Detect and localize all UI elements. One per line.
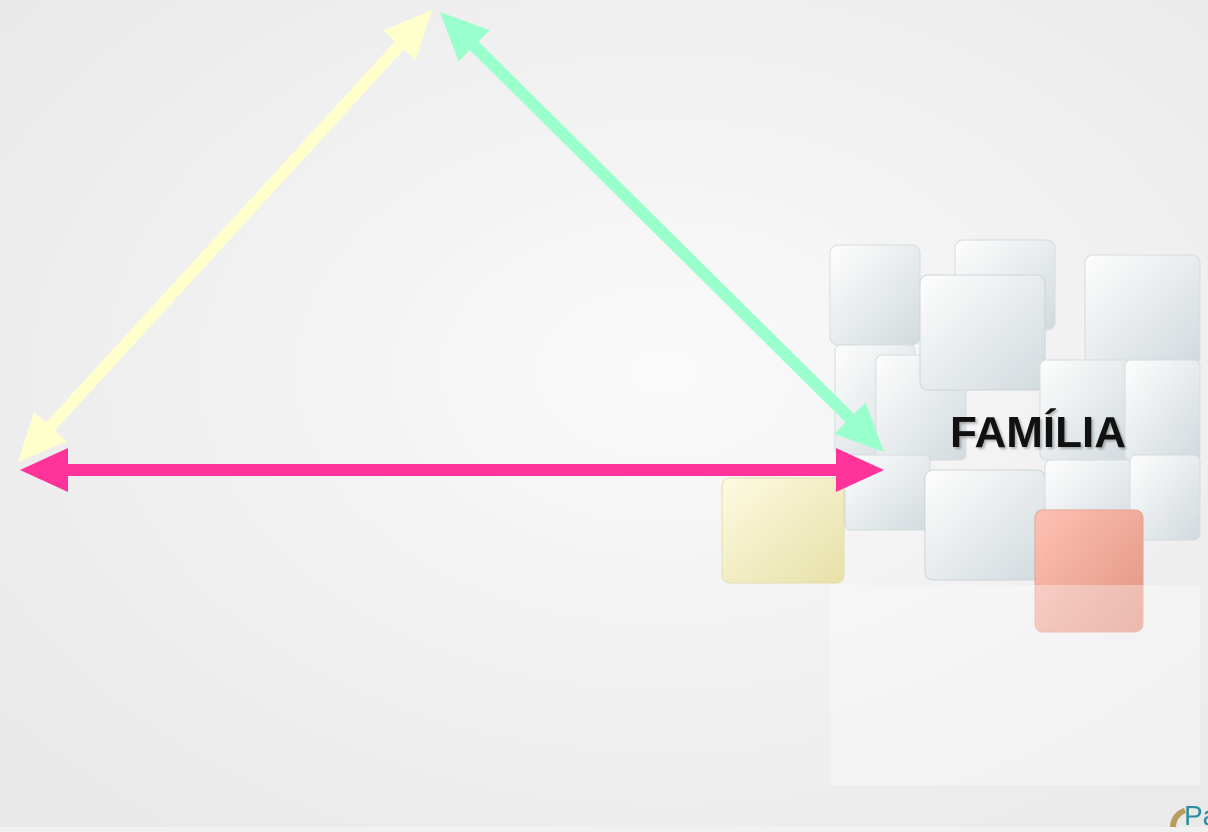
right-arrow-shaft (467, 38, 857, 426)
cube-back-3 (1084, 254, 1201, 366)
bottom-arrow-head-end (836, 448, 884, 492)
left-arrow-shaft (43, 38, 407, 434)
cube-top-front (919, 274, 1046, 391)
cube-low-4 (1129, 454, 1201, 541)
cube-mid-4 (1124, 359, 1201, 461)
familia-label: FAMÍLIA (950, 408, 1126, 457)
bottom-arrow-head-start (20, 448, 68, 492)
right-arrow-head-end (834, 402, 884, 452)
cube-red (1034, 509, 1144, 633)
logo-text: Pa (1184, 800, 1208, 831)
right-arrow-head-start (440, 12, 490, 62)
cube-yellow (721, 477, 845, 584)
logo-mark-icon (1170, 808, 1186, 827)
left-arrow-head-end (383, 10, 432, 61)
arrow-triangle (18, 10, 884, 492)
cube-back-1 (829, 244, 921, 346)
cube-reflection (830, 585, 1200, 785)
cube-low-2 (924, 469, 1046, 581)
cube-illustration (721, 239, 1201, 785)
left-arrow-head-start (18, 411, 67, 462)
